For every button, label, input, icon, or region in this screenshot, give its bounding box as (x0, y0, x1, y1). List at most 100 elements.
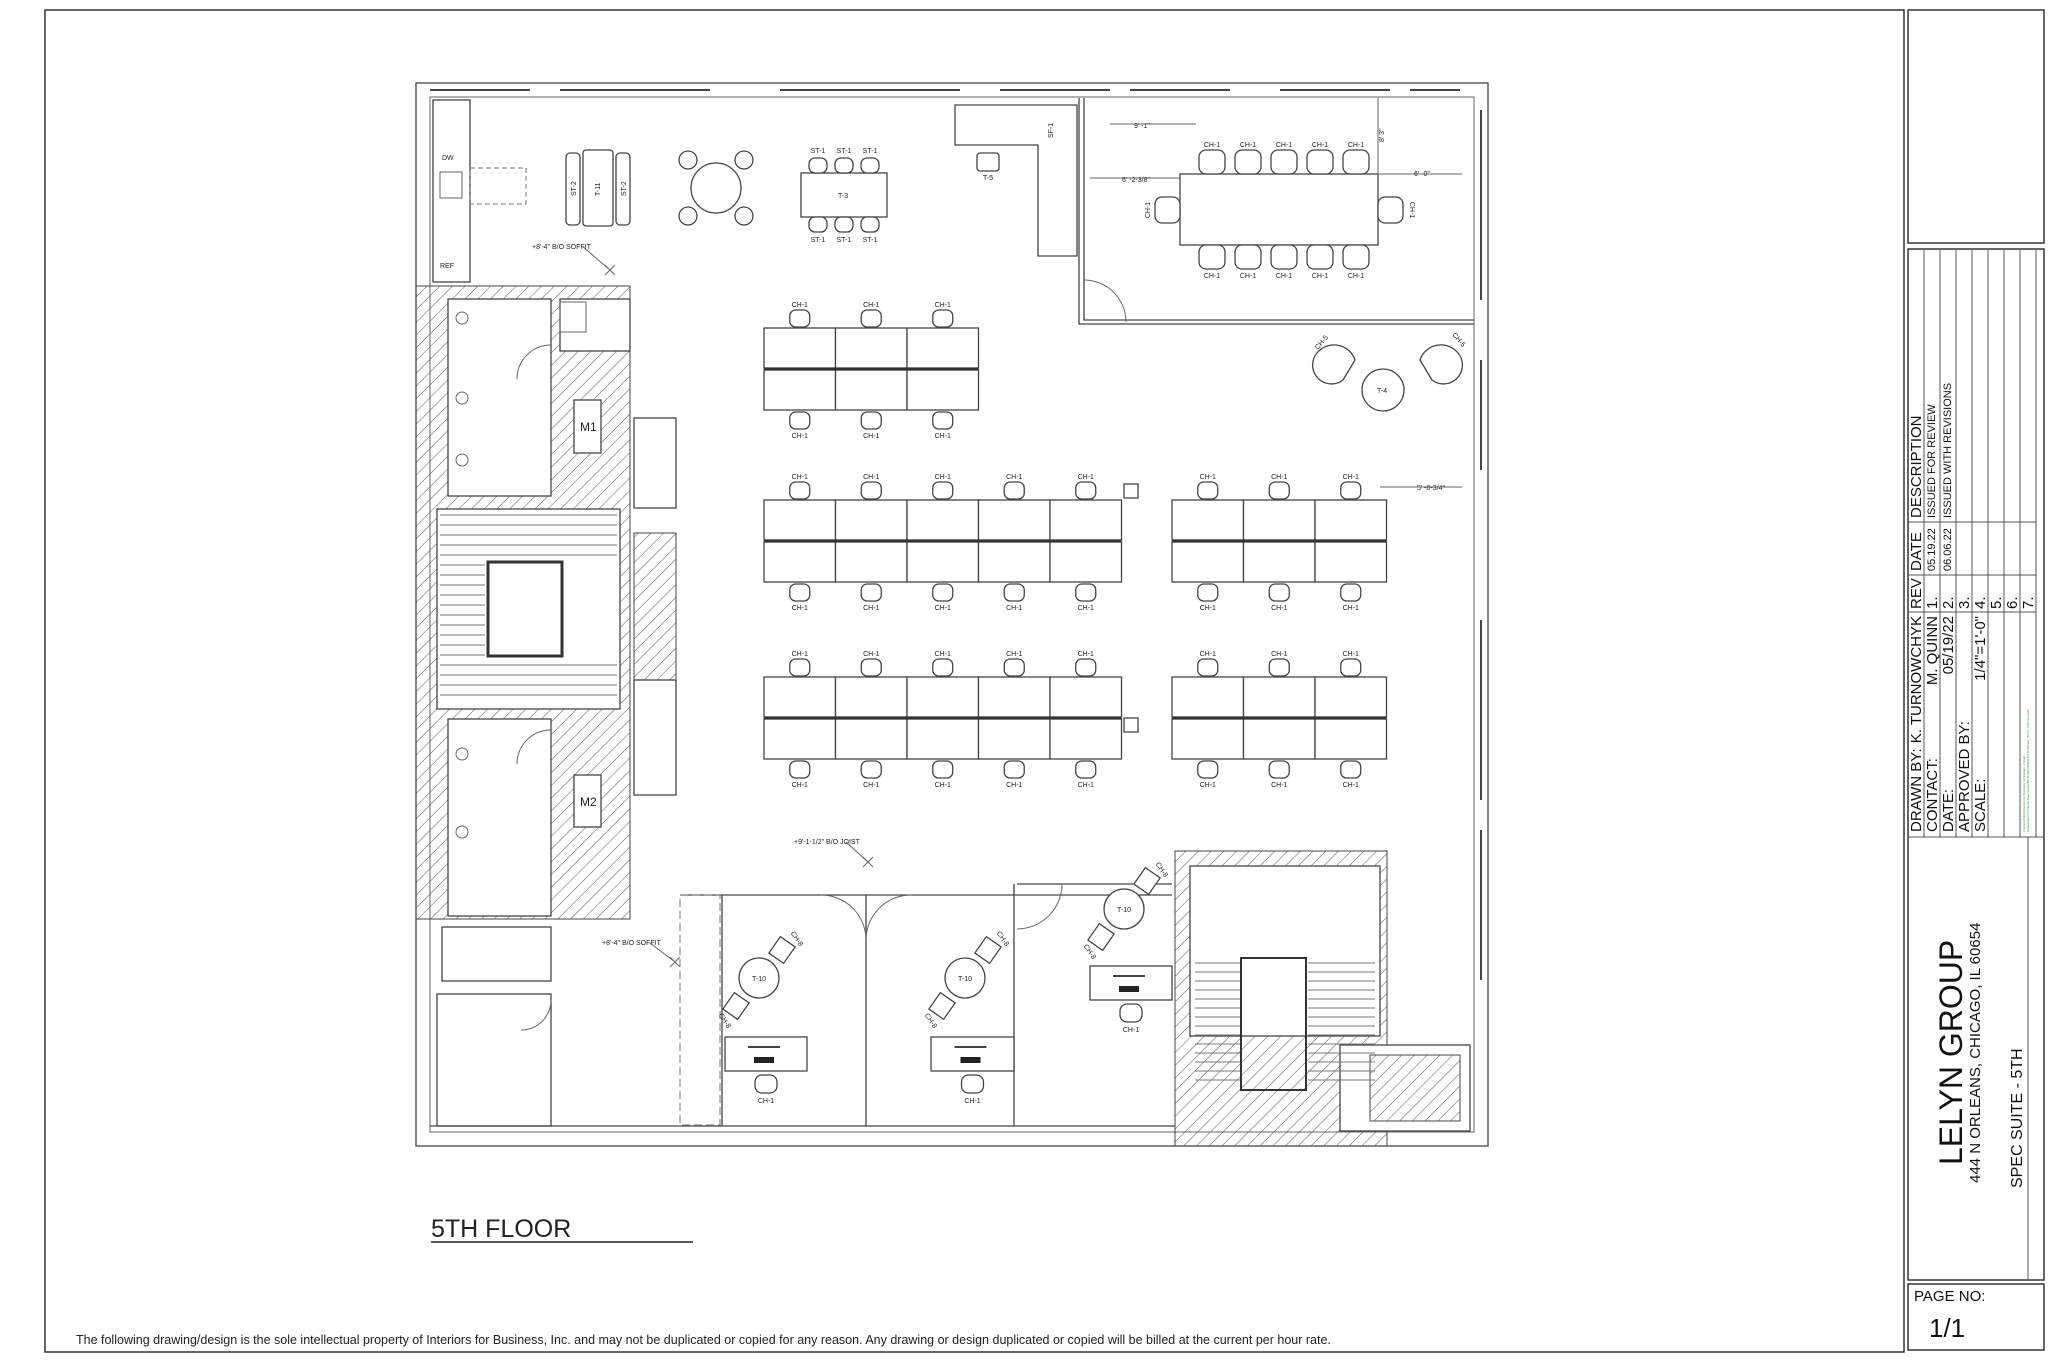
workstation-desk (834, 676, 908, 718)
page-no-label: PAGE NO: (1914, 1288, 1985, 1305)
table-label-t10: T-10 (752, 976, 766, 983)
task-chair (1075, 760, 1097, 779)
janitor-closet (559, 298, 631, 352)
sheet-border (44, 9, 1905, 1353)
project-address: 444 N ORLEANS, CHICAGO, IL 60654 (1967, 923, 1984, 1183)
bench-st-2 (615, 152, 631, 226)
dishwasher-label: DW (442, 155, 454, 162)
toilet-icon (455, 311, 469, 325)
furniture-label: CH-1 (1078, 651, 1094, 658)
window-mullions (430, 89, 1482, 980)
task-chair (1268, 583, 1290, 602)
furniture-label: CH-8 (717, 1012, 732, 1029)
plan-title: 5TH FLOOR (431, 1215, 571, 1243)
file-path-note: c:\Users\Public\Interiors for Business, … (2022, 708, 2030, 832)
lounge-chair-ch-5 (1419, 344, 1464, 385)
sink-icon (439, 171, 463, 199)
furniture-label: CH-1 (1078, 474, 1094, 481)
door-swing (865, 894, 913, 941)
keyboard (1119, 986, 1139, 992)
bench-st-2 (565, 152, 581, 226)
task-chair (1340, 658, 1362, 677)
toilet-icon (455, 747, 469, 761)
conference-chair (1342, 149, 1370, 175)
table-label-t3: T-3 (838, 193, 848, 200)
door-swing (516, 729, 552, 765)
furniture-label: CH-1 (1343, 782, 1359, 789)
furniture-label: CH-1 (758, 1098, 774, 1105)
task-chair (860, 411, 882, 430)
lounge-chair-ch-5 (1311, 344, 1356, 385)
task-chair (1075, 658, 1097, 677)
dimension-5-8: 5' -8-3/4" (1417, 485, 1445, 492)
conference-chair (1306, 244, 1334, 270)
furniture-label: CH-1 (1006, 782, 1022, 789)
workstation-desk (1049, 676, 1123, 718)
mechanical-room-m1 (573, 399, 602, 454)
task-chair (789, 760, 811, 779)
column (1123, 717, 1139, 733)
conference-chair (1377, 196, 1404, 224)
workstation-desk (763, 541, 837, 583)
task-chair (860, 481, 882, 500)
furniture-label: CH-1 (1276, 142, 1292, 149)
drawn-by-value: K. TURNOWCHYK (1908, 616, 1925, 743)
workstation-desk (763, 676, 837, 718)
bench-label: ST-2 (621, 181, 628, 196)
scale-value: 1/4"=1'-0" (1972, 616, 1989, 681)
furniture-label: ST-1 (811, 237, 826, 244)
stool (860, 157, 880, 174)
desk (930, 1036, 1015, 1072)
task-chair (1197, 583, 1219, 602)
furniture-label: CH-1 (1204, 273, 1220, 280)
task-chair (1197, 760, 1219, 779)
furniture-label: CH-1 (792, 782, 808, 789)
furniture-label: CH-1 (964, 1098, 980, 1105)
furniture-label: CH-1 (1078, 605, 1094, 612)
furniture-label: CH-1 (1006, 651, 1022, 658)
sink-icon (455, 453, 469, 467)
soffit-column (679, 894, 721, 1126)
furniture-label: CH-1 (1271, 782, 1287, 789)
workstation-desk (1314, 499, 1388, 541)
round-cafe-table (690, 162, 742, 214)
door-swing (1083, 279, 1127, 323)
furniture-label: CH-8 (1082, 943, 1097, 960)
task-chair (860, 583, 882, 602)
task-chair (932, 658, 954, 677)
stair-treads (440, 514, 617, 696)
task-chair (860, 309, 882, 328)
guest-chair (973, 935, 1003, 965)
task-chair (789, 583, 811, 602)
furniture-label: CH-1 (1271, 474, 1287, 481)
conference-chair (1198, 244, 1226, 270)
drawn-by-label: DRAWN BY: (1908, 748, 1925, 832)
workstation-desk (1171, 541, 1245, 583)
task-chair (932, 309, 954, 328)
furniture-label: CH-1 (1408, 202, 1415, 218)
furniture-label: CH-8 (923, 1012, 938, 1029)
furniture-label: CH-1 (863, 605, 879, 612)
task-chair (932, 481, 954, 500)
task-chair (1268, 760, 1290, 779)
furniture-label: CH-1 (1006, 474, 1022, 481)
task-chair (1268, 481, 1290, 500)
workstation-desk (1171, 499, 1245, 541)
workstation-desk (977, 541, 1051, 583)
furniture-label: CH-1 (863, 651, 879, 658)
workstation-desk (906, 369, 980, 411)
revision-date: 05.19.22 (1926, 528, 1938, 571)
soffit-note-top: +8'-4" B/O SOFFIT (532, 244, 592, 251)
conference-chair (1234, 149, 1262, 175)
guest-chair (927, 991, 957, 1021)
task-chair (1340, 760, 1362, 779)
workstation-desk (834, 718, 908, 760)
workstation-desk (834, 499, 908, 541)
revision-number: 4. (1972, 596, 1989, 609)
workstation-desk (834, 369, 908, 411)
toilet-icon (455, 825, 469, 839)
table-t-11 (582, 149, 614, 227)
furniture-label: CH-1 (1276, 273, 1292, 280)
table-t-3 (800, 172, 888, 218)
